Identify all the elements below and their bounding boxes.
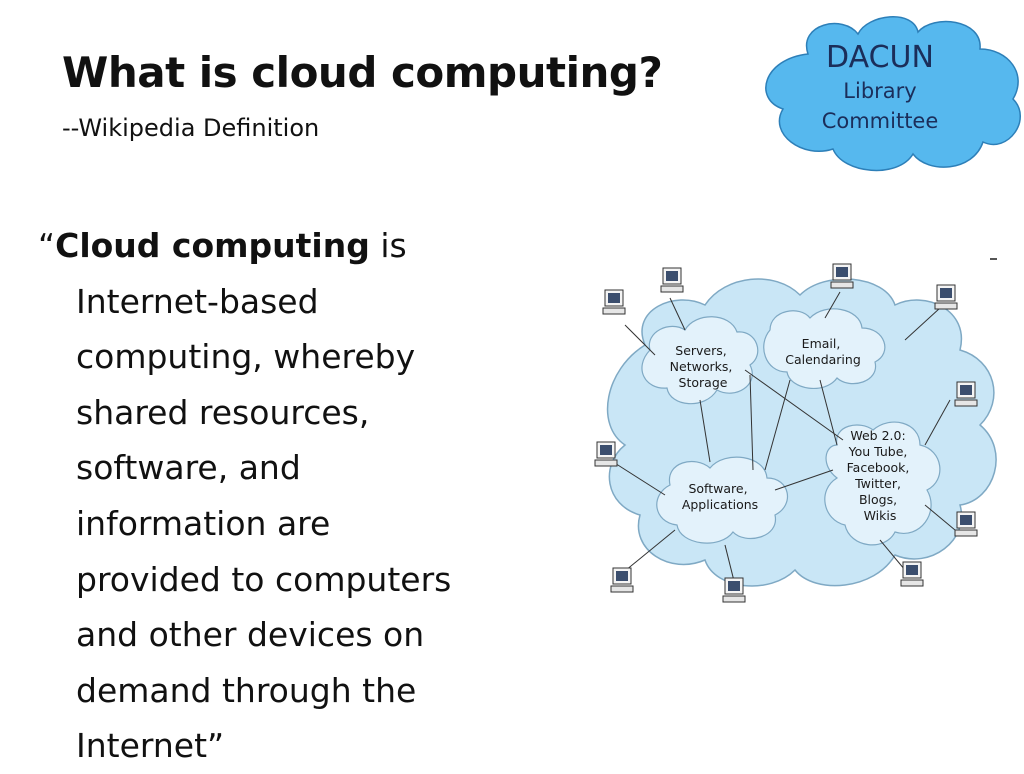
definition-line-10: Internet” [76,726,225,766]
slide-title: What is cloud computing? [62,48,663,97]
badge-line-1: DACUN [826,40,934,75]
servers-label: Servers, Networks, Storage [670,343,737,390]
definition-line-5: software, and [76,448,301,488]
slide-subtitle: --Wikipedia Definition [62,114,320,142]
thought-bubble-icon [765,16,1021,172]
badge-line-2: Library [843,79,917,103]
definition-line-8: and other devices on [76,615,425,655]
definition-line-4: shared resources, [76,392,370,432]
email-label: Email, Calendaring [785,336,861,367]
definition-line-3: computing, whereby [76,337,416,377]
badge-text: DACUN Library Committee [800,40,960,136]
definition-fragment: is [369,226,407,265]
definition-line-9: demand through the [76,670,417,710]
badge-line-3: Committee [821,109,939,133]
cloud-diagram: Servers, Networks, Storage Email, Calend… [594,263,997,603]
definition-line-2: Internet-based [76,281,319,321]
dash-mark [990,258,997,260]
open-quote: “ [38,226,56,265]
web-label: Web 2.0: You Tube, Facebook, Twitter, Bl… [847,428,914,523]
software-label: Software, Applications [682,481,758,512]
definition-text: “Cloud computing is Internet-based compu… [38,218,538,774]
definition-line-7: provided to computers [76,559,452,599]
definition-line-6: information are [76,503,331,543]
definition-term: Cloud computing [55,226,370,265]
definition-line-1: “Cloud computing is [38,218,538,274]
